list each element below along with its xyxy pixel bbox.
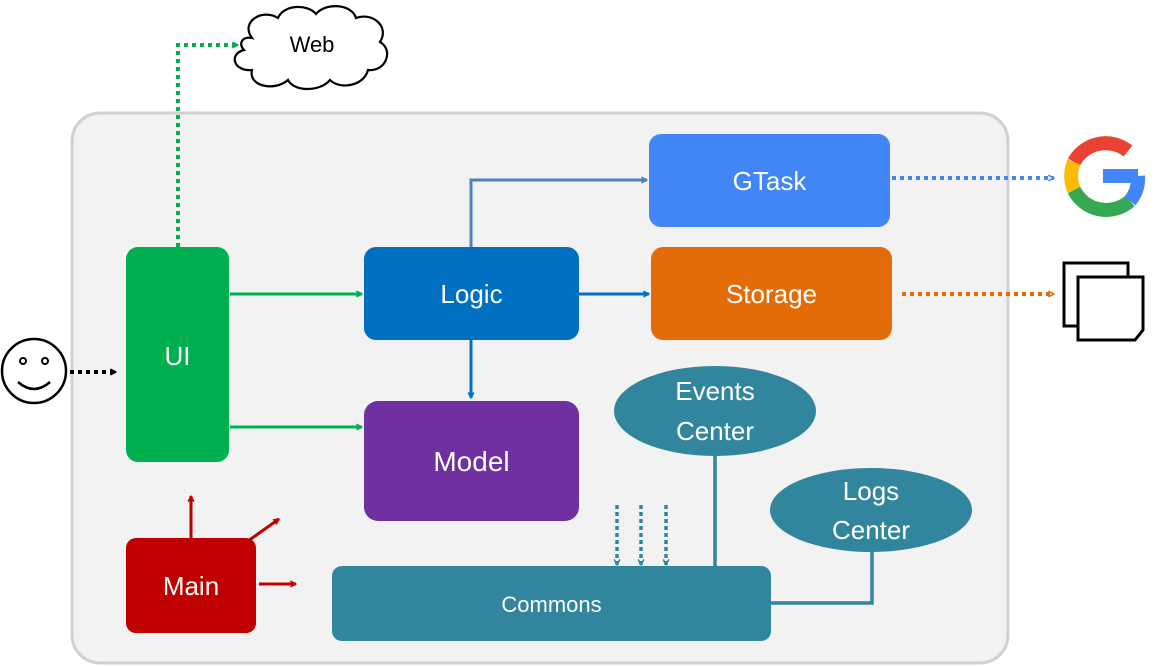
storage-label: Storage: [726, 279, 817, 309]
storage-files-icon: [1062, 261, 1145, 342]
arrow-ui-to-web: [176, 45, 238, 247]
line-logs-center-to-commons: [770, 548, 874, 605]
commons-label: Commons: [501, 592, 601, 617]
web-cloud-icon: Web: [233, 5, 389, 91]
model-component: Model: [364, 401, 579, 521]
arrow-logic-to-gtask: [469, 180, 647, 247]
events-center-label-line1: Events: [675, 376, 755, 406]
logs-center-label-line2: Center: [832, 515, 910, 545]
storage-component: Storage: [651, 247, 892, 340]
logic-label: Logic: [440, 279, 502, 309]
arrow-main-up-right: [247, 517, 279, 543]
main-component: Main: [126, 538, 256, 633]
events-center-label-line2: Center: [676, 416, 754, 446]
google-g-icon: [1064, 136, 1146, 217]
web-label: Web: [290, 32, 335, 57]
ui-component: UI: [126, 247, 229, 462]
commons-component: Commons: [332, 566, 771, 641]
gtask-label: GTask: [733, 166, 808, 196]
logs-center-component: Logs Center: [770, 468, 972, 552]
events-center-component: Events Center: [614, 366, 816, 456]
logic-component: Logic: [364, 247, 579, 340]
ui-label: UI: [165, 341, 191, 371]
logs-center-label-line1: Logs: [843, 476, 899, 506]
user-smiley-icon: [0, 337, 68, 405]
main-label: Main: [163, 571, 219, 601]
arrows-into-commons: [617, 505, 666, 565]
gtask-component: GTask: [649, 134, 890, 227]
model-label: Model: [433, 446, 509, 477]
